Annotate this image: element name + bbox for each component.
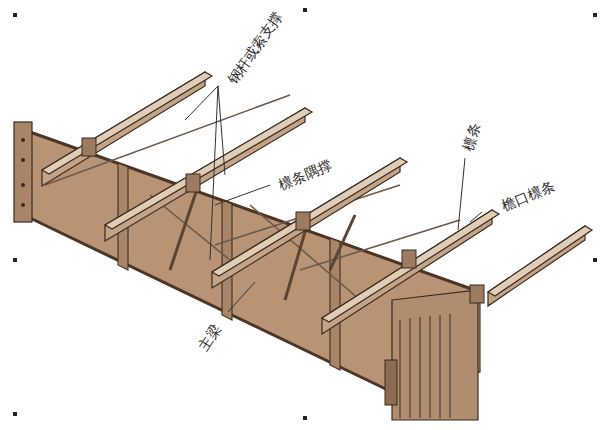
purlin-cleats	[82, 138, 484, 303]
purlin-label: 檩条	[459, 119, 485, 155]
brace-label: 钢杆或索支撑	[223, 7, 287, 89]
leader-lines	[185, 86, 482, 312]
eave-purlin-label: 檐口檩条	[497, 177, 559, 215]
purlins	[42, 72, 592, 334]
fly-braces	[170, 180, 355, 300]
fly-brace-label: 檩条隅撑	[274, 156, 336, 194]
frame-marks	[13, 8, 597, 420]
main-beam-label: 主梁	[194, 320, 225, 356]
